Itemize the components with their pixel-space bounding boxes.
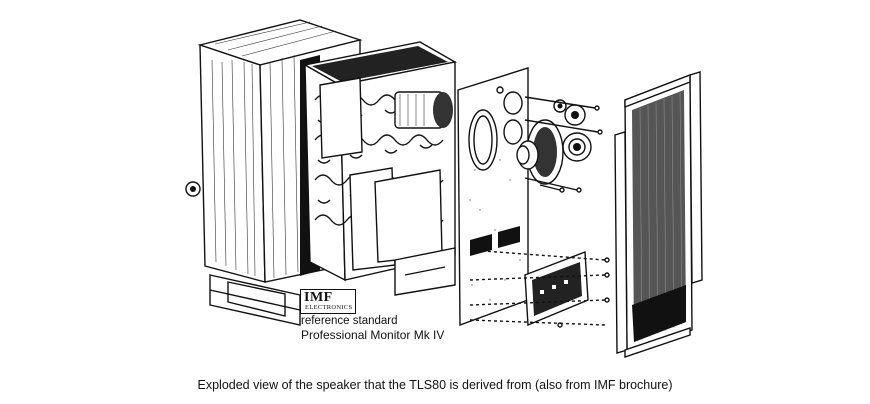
exploded-speaker-diagram: [185, 19, 703, 358]
crossover-panel: [469, 249, 610, 328]
figure-caption: Exploded view of the speaker that the TL…: [197, 378, 673, 392]
imf-logo: IMF ELECTRONICS: [300, 289, 356, 314]
logo-subbrand: ELECTRONICS: [305, 304, 353, 311]
inner-enclosure: [303, 41, 457, 296]
logo-brand: IMF: [304, 290, 333, 305]
model-label-line1: reference standard: [301, 315, 398, 327]
drive-units: [516, 96, 603, 193]
front-baffle: [457, 67, 529, 327]
model-label-line2: Professional Monitor Mk IV: [301, 328, 445, 342]
grille-frame: [614, 71, 703, 358]
